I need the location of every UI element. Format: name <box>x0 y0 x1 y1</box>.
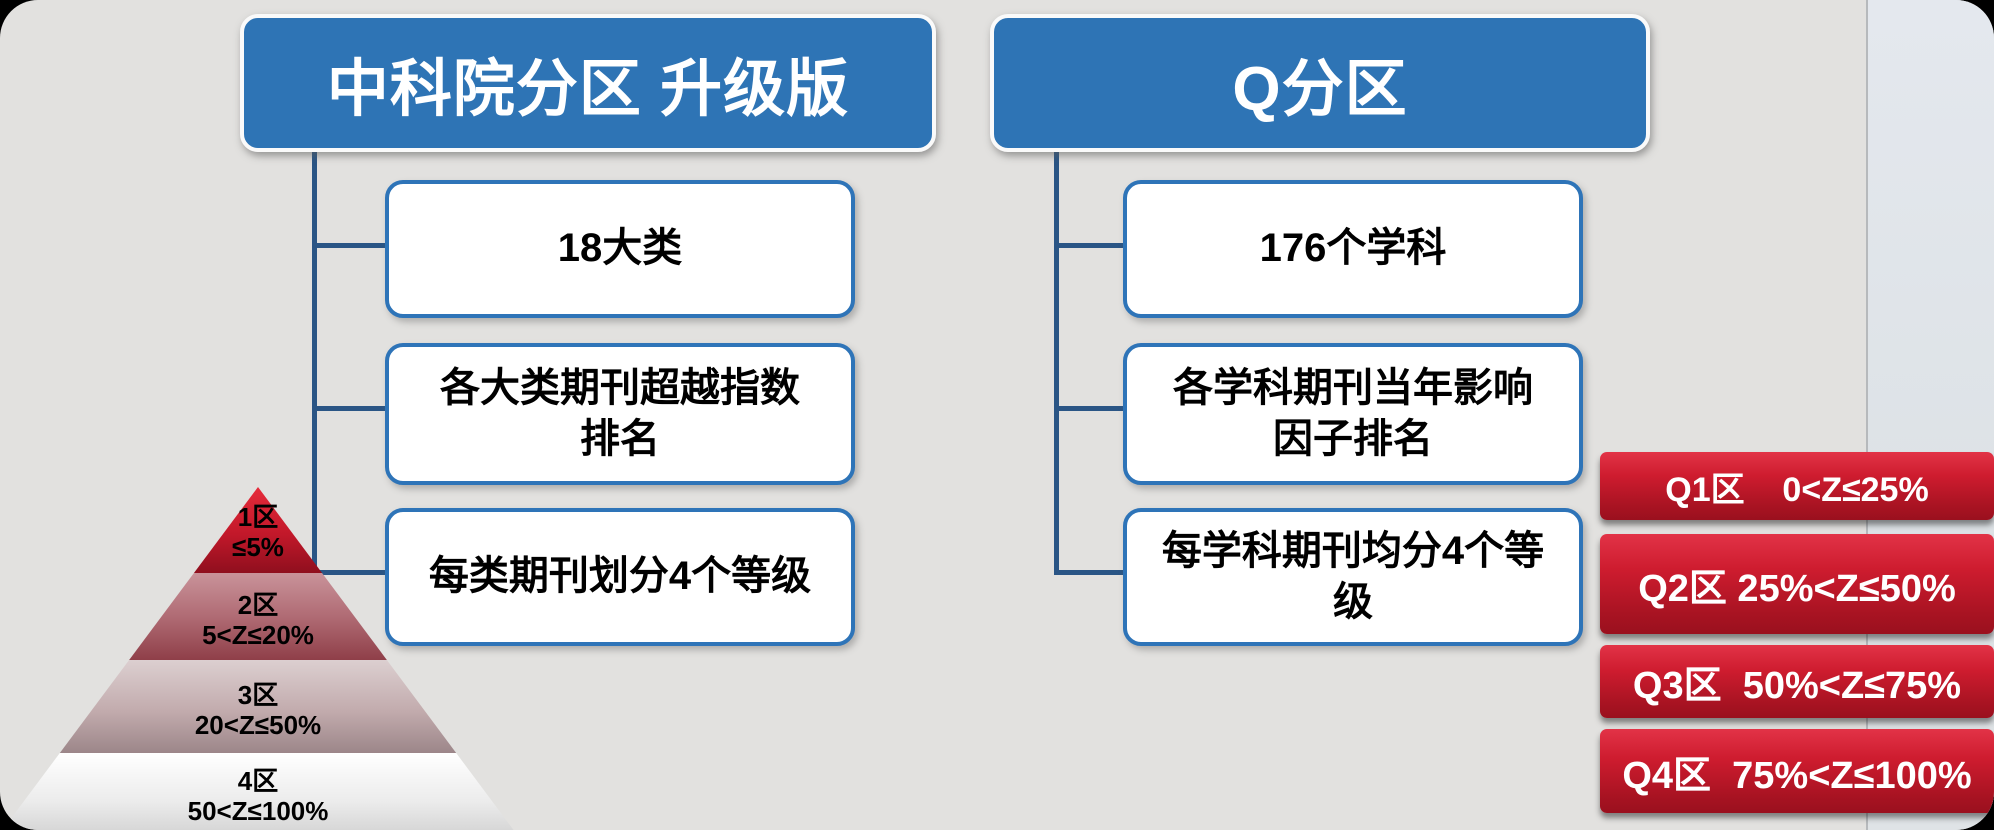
node-text-line: 排名 <box>580 417 660 461</box>
cas-node-ranking: 各大类期刊超越指数 排名 <box>385 343 855 485</box>
quartile-row-q1: Q1区 0<Z≤25% <box>1600 452 1994 520</box>
q-node-levels: 每学科期刊均分4个等 级 <box>1123 508 1583 646</box>
cas-header: 中科院分区 升级版 <box>240 14 936 152</box>
node-text-line: 各大类期刊超越指数 <box>440 365 800 410</box>
q-tree-trunk-line <box>1054 140 1059 575</box>
q-tree-branch-2 <box>1054 406 1126 411</box>
q-tree-branch-1 <box>1054 243 1126 248</box>
node-text-line: 176个学科 <box>1259 226 1447 271</box>
quartile-row-q3: Q3区 50%<Z≤75% <box>1600 645 1994 718</box>
q-header: Q分区 <box>990 14 1650 152</box>
pyramid-tier-4 <box>0 753 521 830</box>
cas-tree-branch-3 <box>312 570 388 575</box>
quartile-row-q4: Q4区 75%<Z≤100% <box>1600 729 1994 813</box>
node-text-line: 每学科期刊均分4个等 <box>1161 528 1545 573</box>
cas-tree-branch-2 <box>312 406 388 411</box>
cas-header-title: 中科院分区 升级版 <box>326 55 850 124</box>
tier-zone-label: 3区 <box>237 680 279 710</box>
tier-range-label: ≤5% <box>232 532 284 562</box>
quartile-text: Q1区 0<Z≤25% <box>1665 470 1929 509</box>
tier-zone-label: 1区 <box>237 502 279 532</box>
node-text-line: 因子排名 <box>1273 417 1433 461</box>
tier-range-label: 5<Z≤20% <box>202 620 314 650</box>
pyramid-tier-4-label: 4区 50<Z≤100% <box>188 766 329 826</box>
node-text-line: 18大类 <box>557 226 683 271</box>
pyramid-tier-1-label: 1区 ≤5% <box>232 502 284 562</box>
node-text-line: 各学科期刊当年影响 <box>1173 365 1533 410</box>
pyramid-tier-2-label: 2区 5<Z≤20% <box>202 590 314 650</box>
cas-node-levels: 每类期刊划分4个等级 <box>385 508 855 646</box>
q-node-disciplines: 176个学科 <box>1123 180 1583 318</box>
quartile-text: Q3区 50%<Z≤75% <box>1632 665 1962 707</box>
quartile-row-q2: Q2区 25%<Z≤50% <box>1600 534 1994 634</box>
tier-zone-label: 2区 <box>237 590 279 620</box>
q-node-ranking: 各学科期刊当年影响 因子排名 <box>1123 343 1583 485</box>
cas-tree-branch-1 <box>312 243 388 248</box>
node-text-line: 每类期刊划分4个等级 <box>428 554 812 599</box>
q-tree-branch-3 <box>1054 570 1126 575</box>
node-text-line: 级 <box>1333 580 1373 624</box>
tier-range-label: 20<Z≤50% <box>194 710 322 740</box>
tier-range-label: 50<Z≤100% <box>187 796 329 826</box>
pyramid-tier-3-label: 3区 20<Z≤50% <box>195 680 321 740</box>
cas-tree-trunk-line <box>312 140 317 575</box>
cas-node-categories: 18大类 <box>385 180 855 318</box>
quartile-text: Q4区 75%<Z≤100% <box>1622 754 1972 797</box>
tier-zone-label: 4区 <box>237 766 279 796</box>
q-header-title: Q分区 <box>1232 55 1408 124</box>
quartile-text: Q2区 25%<Z≤50% <box>1638 567 1956 610</box>
